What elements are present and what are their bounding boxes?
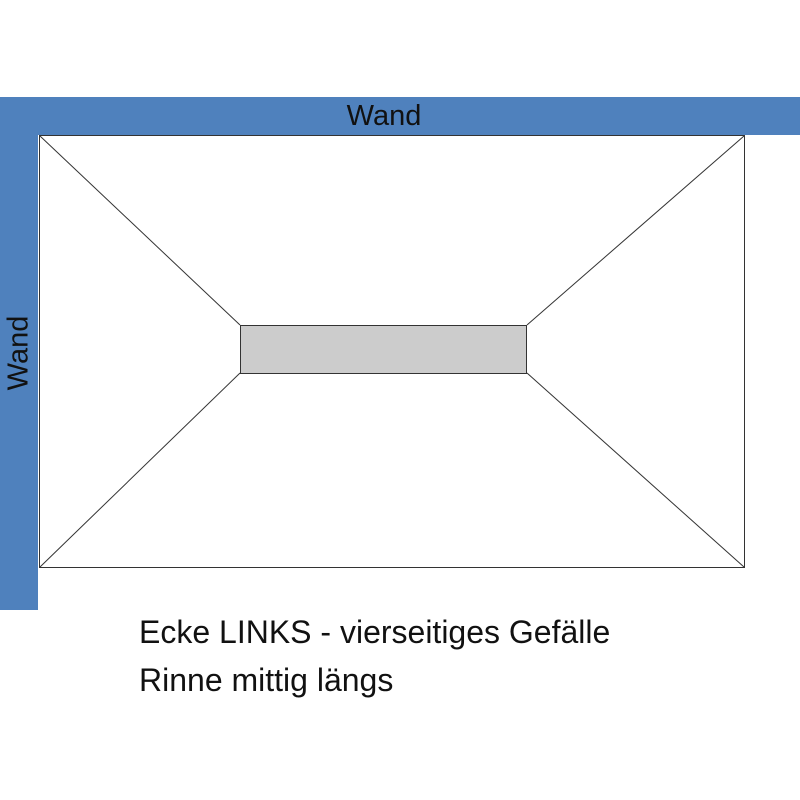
slope-line-top-right xyxy=(526,135,745,326)
slope-line-bottom-right xyxy=(526,372,745,568)
slope-line-top-left xyxy=(39,135,241,326)
slope-line-bottom-left xyxy=(39,372,241,568)
wall-left-label: Wand xyxy=(2,315,35,391)
drain-channel xyxy=(240,325,527,374)
caption-line-1: Ecke LINKS - vierseitiges Gefälle xyxy=(139,614,611,650)
wall-top xyxy=(0,97,800,135)
caption-line-2: Rinne mittig längs xyxy=(139,662,394,698)
wall-left xyxy=(0,97,38,610)
wall-top-label: Wand xyxy=(346,100,422,132)
